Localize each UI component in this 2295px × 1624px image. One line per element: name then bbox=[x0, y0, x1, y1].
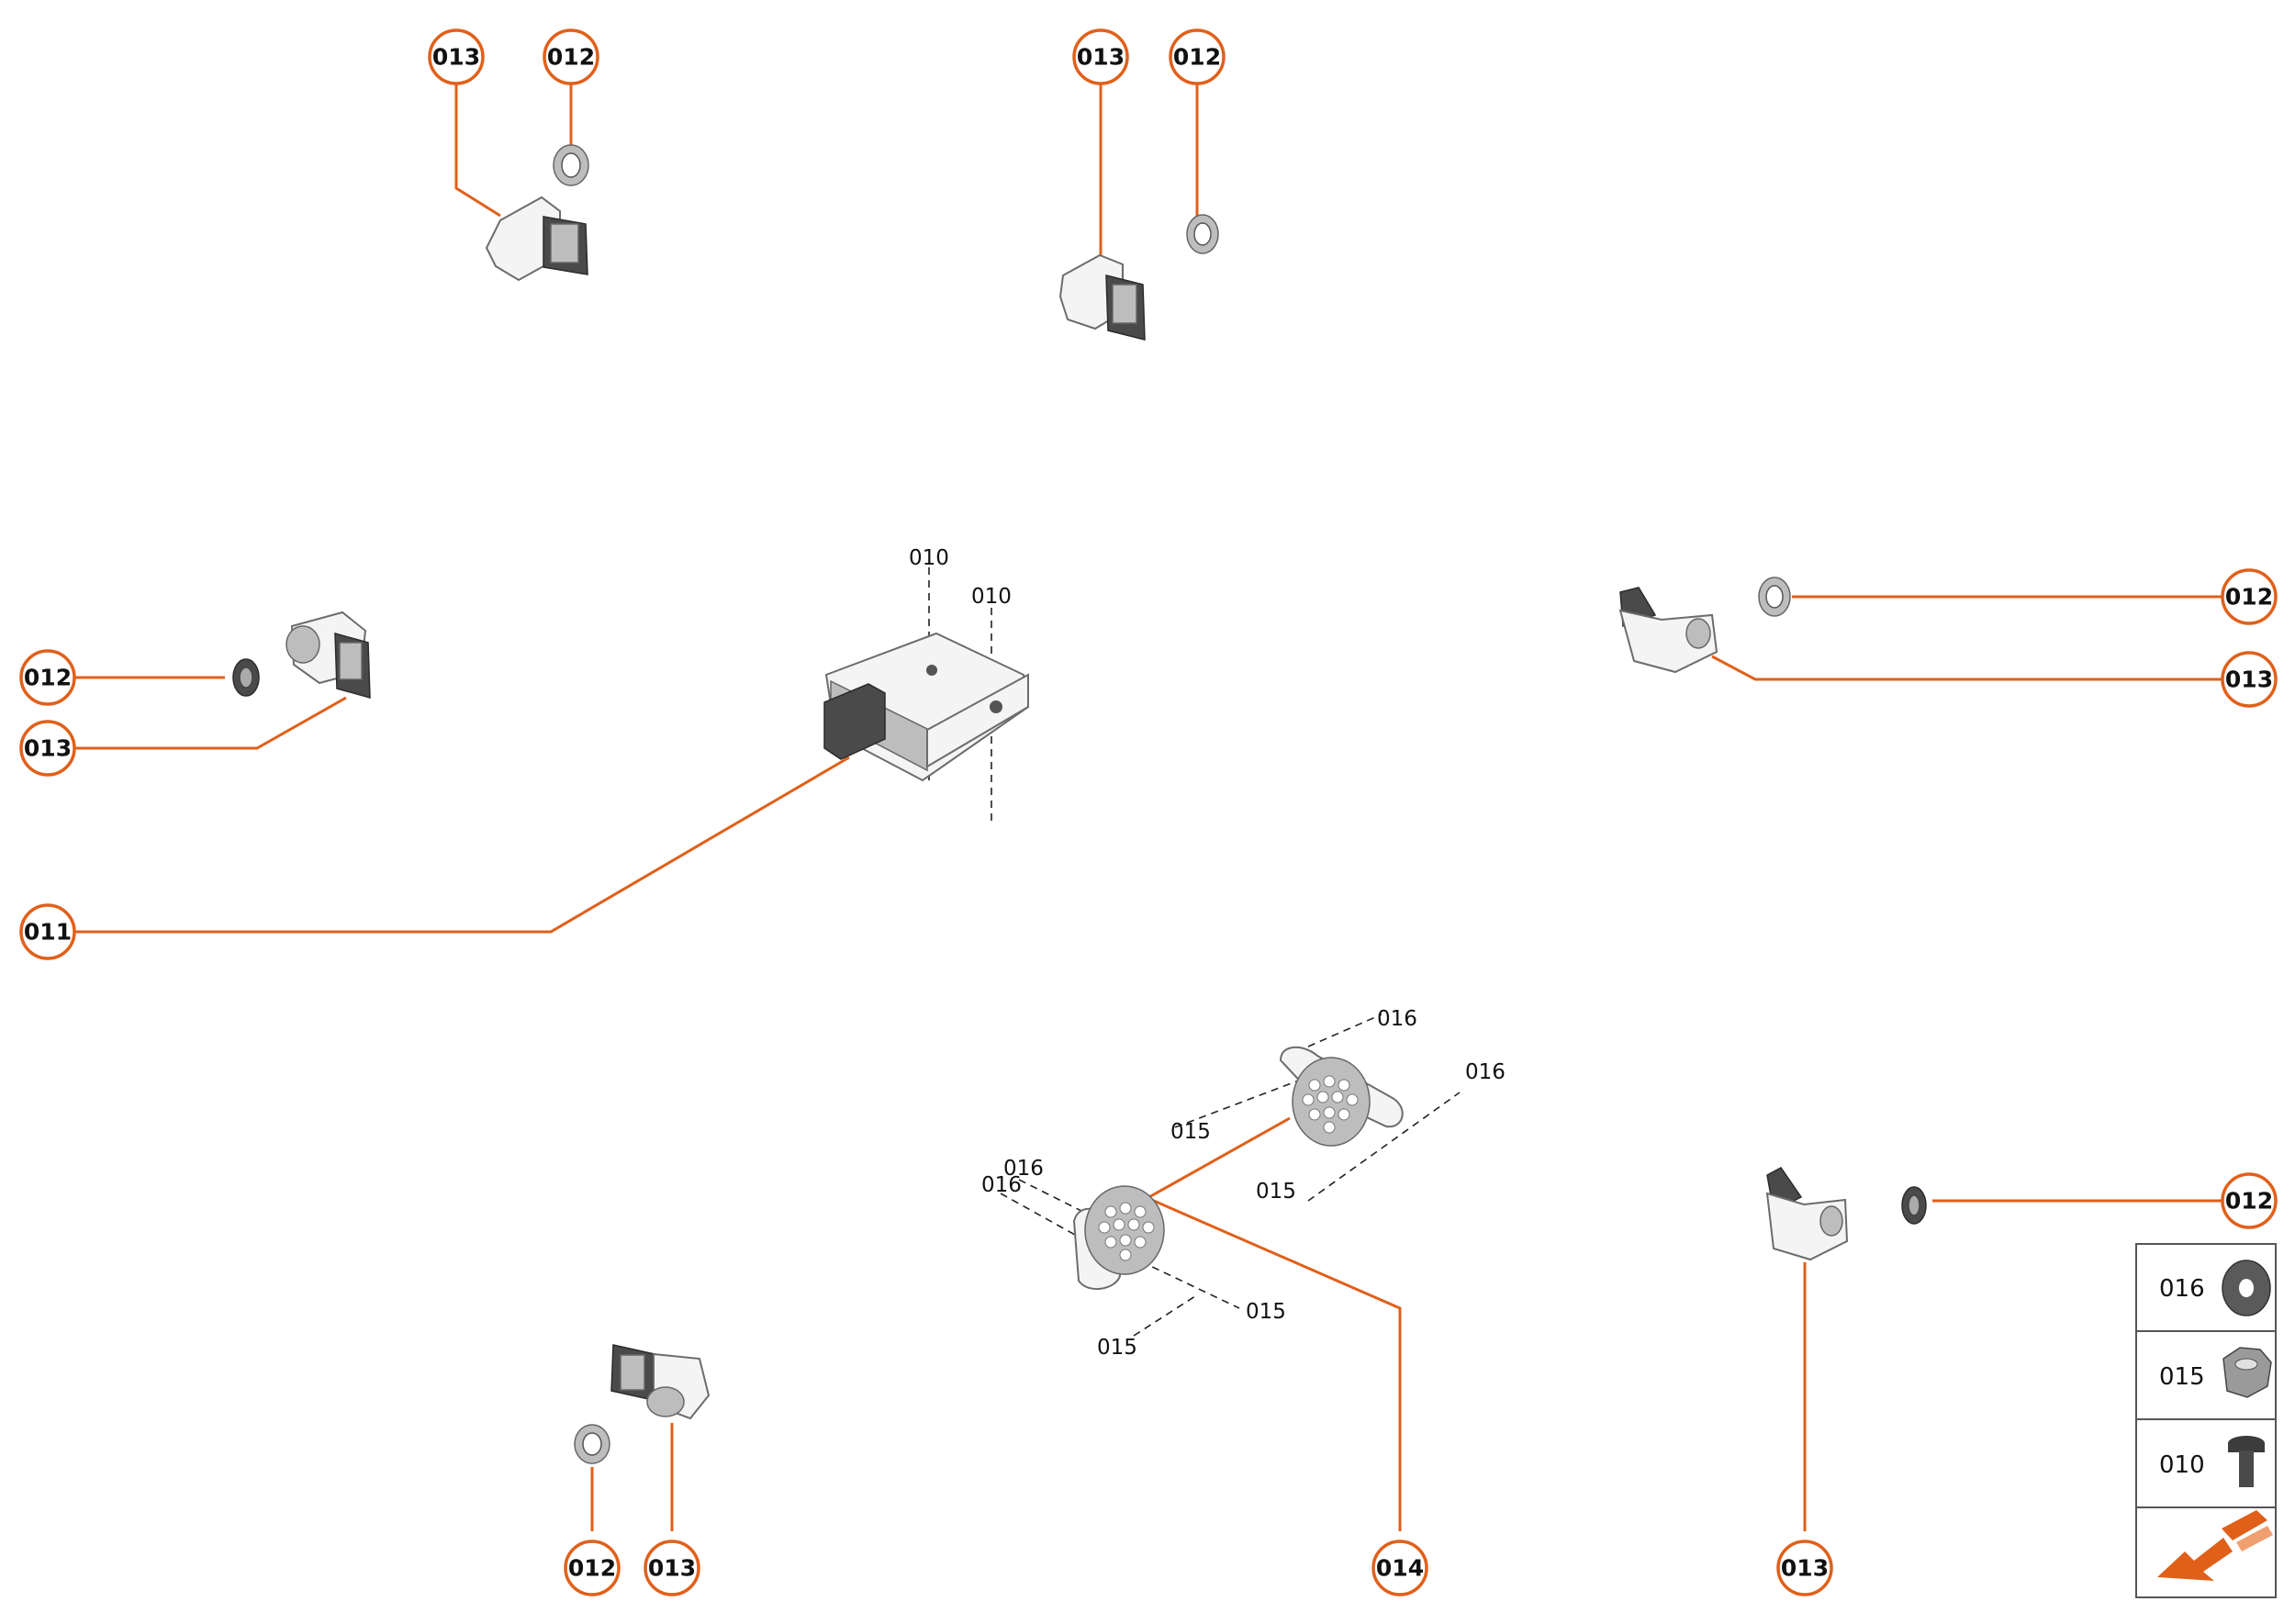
callout-012[interactable]: 012 bbox=[2221, 1172, 2278, 1229]
svg-text:012: 012 bbox=[2225, 1188, 2273, 1215]
callout-012[interactable]: 012 bbox=[1169, 28, 1226, 85]
callout-013[interactable]: 013 bbox=[1072, 28, 1129, 85]
label-015: 015 bbox=[1097, 1336, 1137, 1360]
parking-sensor bbox=[1618, 587, 1718, 674]
parking-sensor bbox=[485, 196, 588, 282]
svg-text:012: 012 bbox=[547, 44, 595, 71]
label-010: 010 bbox=[909, 546, 949, 570]
parking-sensor bbox=[285, 610, 371, 699]
sensor-ring bbox=[232, 658, 260, 697]
svg-text:012: 012 bbox=[568, 1555, 616, 1582]
sensor-ring bbox=[1901, 1186, 1927, 1225]
label-016: 016 bbox=[1465, 1060, 1506, 1084]
callout-012[interactable]: 012 bbox=[19, 649, 76, 706]
label-016: 016 bbox=[1003, 1157, 1044, 1181]
nut-icon bbox=[2222, 1347, 2272, 1398]
callout-012[interactable]: 012 bbox=[2221, 568, 2278, 625]
legend-label-016: 016 bbox=[2159, 1275, 2205, 1303]
svg-text:012: 012 bbox=[24, 665, 72, 691]
label-016: 016 bbox=[981, 1173, 1022, 1197]
svg-text:013: 013 bbox=[1077, 44, 1125, 71]
svg-text:011: 011 bbox=[24, 919, 72, 946]
parking-sensor bbox=[610, 1344, 711, 1420]
arrow-icon bbox=[2157, 1510, 2273, 1581]
svg-text:012: 012 bbox=[1173, 44, 1221, 71]
svg-text:013: 013 bbox=[648, 1555, 696, 1582]
svg-text:013: 013 bbox=[2225, 666, 2273, 693]
svg-text:013: 013 bbox=[432, 44, 480, 71]
parking-sensor bbox=[1765, 1167, 1849, 1261]
callout-013[interactable]: 013 bbox=[644, 1540, 700, 1596]
callout-012[interactable]: 012 bbox=[564, 1540, 621, 1596]
sensor-ring bbox=[553, 144, 589, 186]
label-015: 015 bbox=[1170, 1120, 1211, 1144]
label-010: 010 bbox=[971, 585, 1012, 609]
legend-label-015: 015 bbox=[2159, 1363, 2205, 1391]
callout-013[interactable]: 013 bbox=[19, 720, 76, 777]
buzzer-speaker bbox=[1279, 1046, 1404, 1147]
label-015: 015 bbox=[1246, 1300, 1286, 1324]
svg-text:012: 012 bbox=[2225, 584, 2273, 610]
sensor-ring bbox=[574, 1424, 610, 1464]
leader-lines bbox=[75, 83, 2222, 1531]
buzzer-speaker bbox=[1072, 1185, 1165, 1291]
callout-011[interactable]: 011 bbox=[19, 903, 76, 960]
svg-text:014: 014 bbox=[1376, 1555, 1424, 1582]
sensor-ring bbox=[1758, 577, 1791, 617]
fastener-labels: 010 010 016 016 015 015 016 016 015 015 bbox=[909, 546, 1506, 1360]
label-015: 015 bbox=[1256, 1180, 1296, 1204]
washer-icon bbox=[2222, 1260, 2271, 1316]
svg-text:013: 013 bbox=[24, 735, 72, 762]
sensor-ring bbox=[1186, 214, 1219, 254]
svg-text:013: 013 bbox=[1781, 1555, 1829, 1582]
fastener-legend: 016 015 010 bbox=[2135, 1243, 2277, 1598]
parking-sensor bbox=[1058, 253, 1146, 341]
legend-label-010: 010 bbox=[2159, 1451, 2205, 1479]
screw-icon bbox=[2228, 1436, 2265, 1487]
callout-013[interactable]: 013 bbox=[2221, 651, 2278, 708]
callout-012[interactable]: 012 bbox=[543, 28, 599, 85]
callout-013[interactable]: 013 bbox=[428, 28, 485, 85]
callout-013[interactable]: 013 bbox=[1776, 1540, 1833, 1596]
label-016: 016 bbox=[1377, 1007, 1417, 1031]
callout-014[interactable]: 014 bbox=[1371, 1540, 1428, 1596]
control-unit bbox=[823, 632, 1030, 782]
